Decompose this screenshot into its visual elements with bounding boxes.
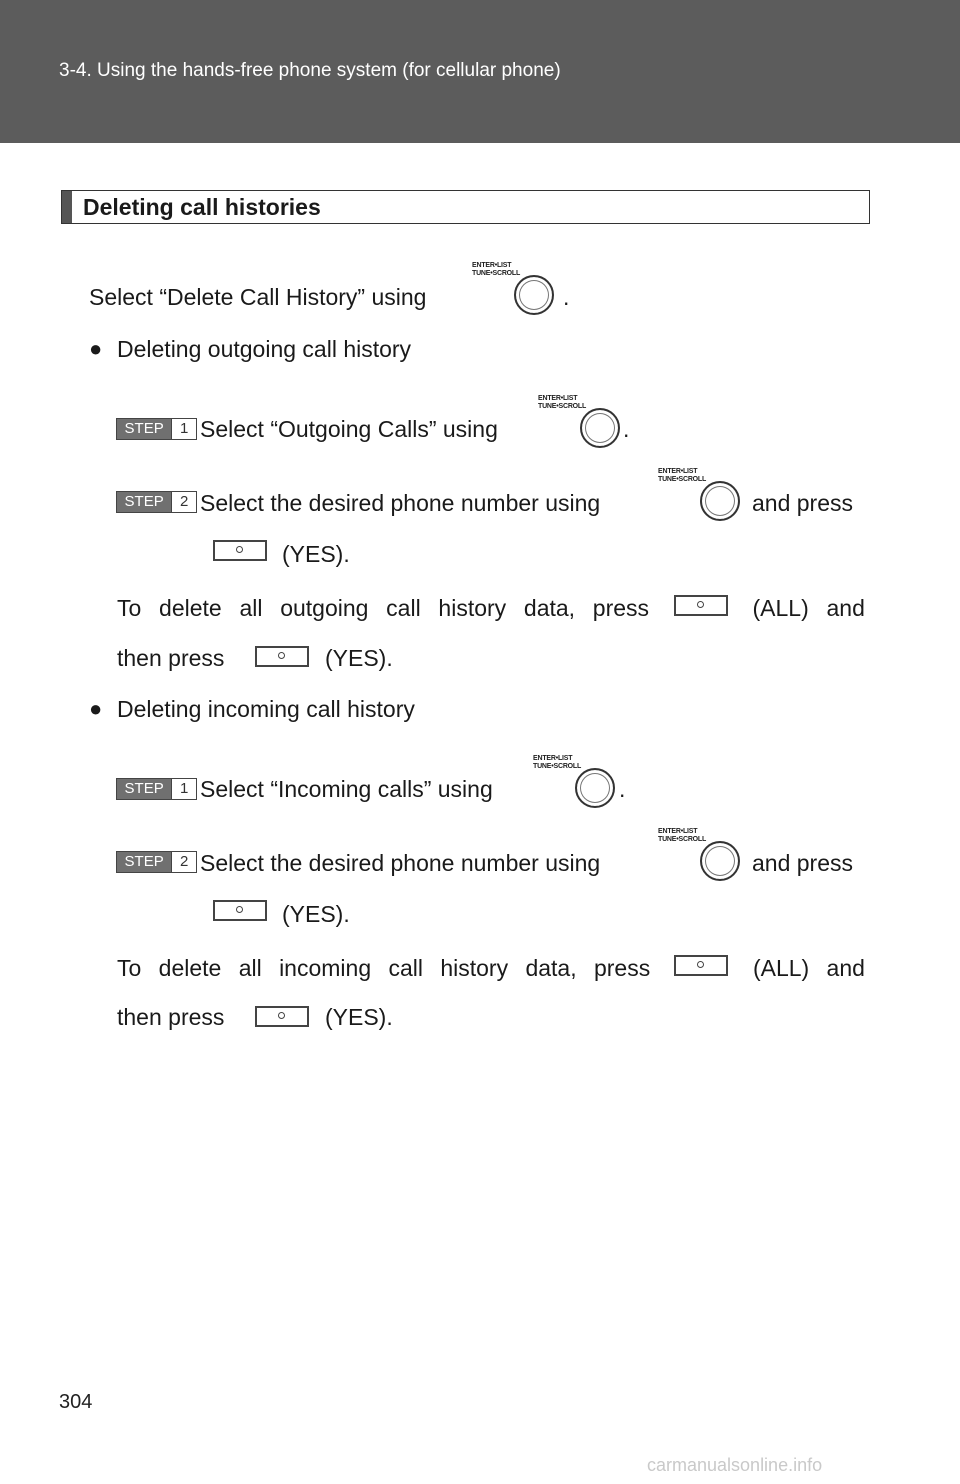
watermark: carmanualsonline.info bbox=[647, 1455, 823, 1475]
header-title: 3-4. Using the hands-free phone system (… bbox=[59, 60, 561, 81]
preset-key-icon bbox=[674, 595, 728, 616]
incoming-step2-and-press: and press bbox=[752, 850, 854, 876]
outgoing-heading: Deleting outgoing call history bbox=[117, 336, 412, 362]
outgoing-step2-and-press: and press bbox=[752, 490, 854, 516]
section-accent bbox=[62, 191, 72, 223]
section-heading-bar: Deleting call histories bbox=[61, 190, 870, 224]
incoming-then-press: then press bbox=[117, 1004, 225, 1030]
incoming-heading: Deleting incoming call history bbox=[117, 696, 415, 722]
outgoing-delete-all-text: To delete all outgoing call history data… bbox=[117, 595, 865, 621]
bullet-icon: ● bbox=[89, 696, 103, 721]
outgoing-step1-text: Select “Outgoing Calls” using bbox=[200, 416, 498, 442]
outgoing-step2-text: Select the desired phone number using bbox=[200, 490, 601, 516]
outgoing-step1-period: . bbox=[623, 416, 630, 442]
page-header: 3-4. Using the hands-free phone system (… bbox=[0, 0, 960, 143]
incoming-then-yes: (YES). bbox=[325, 1004, 393, 1030]
intro-text: Select “Delete Call History” using bbox=[89, 284, 427, 310]
preset-key-icon bbox=[213, 540, 267, 561]
intro-period: . bbox=[563, 284, 570, 310]
preset-key-icon bbox=[674, 955, 728, 976]
page-number: 304 bbox=[59, 1391, 93, 1413]
outgoing-step2-yes: (YES). bbox=[282, 541, 350, 567]
preset-key-icon bbox=[255, 646, 309, 667]
section-title: Deleting call histories bbox=[83, 194, 321, 220]
preset-key-icon bbox=[255, 1006, 309, 1027]
preset-key-icon bbox=[213, 900, 267, 921]
bullet-icon: ● bbox=[89, 336, 103, 361]
incoming-step2-text: Select the desired phone number using bbox=[200, 850, 601, 876]
incoming-step1-period: . bbox=[619, 776, 626, 802]
incoming-step1-text: Select “Incoming calls” using bbox=[200, 776, 493, 802]
incoming-step2-yes: (YES). bbox=[282, 901, 350, 927]
outgoing-then-yes: (YES). bbox=[325, 645, 393, 671]
incoming-delete-all-text: To delete all incoming call history data… bbox=[117, 955, 865, 981]
outgoing-then-press: then press bbox=[117, 645, 225, 671]
